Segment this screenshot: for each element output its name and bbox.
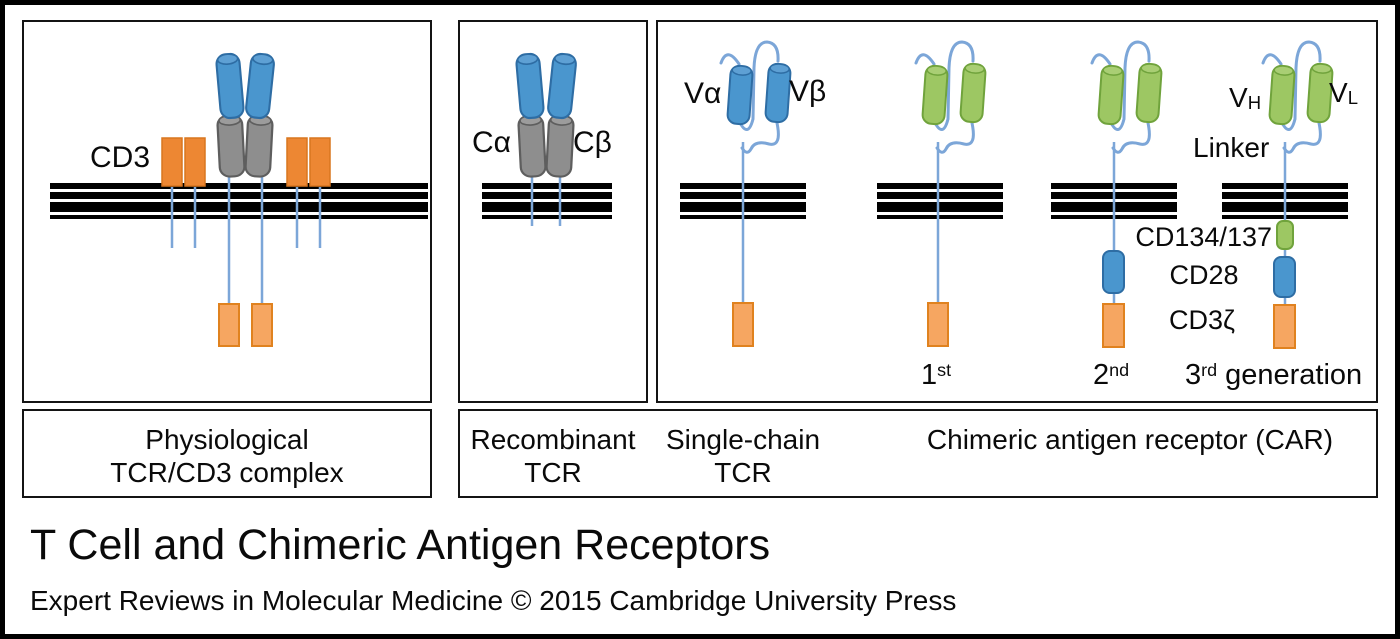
- c-alpha-label: Cα: [472, 126, 512, 159]
- panel-car: [656, 20, 1378, 403]
- cd28-label: CD28: [1169, 260, 1239, 290]
- v-beta-label: Vβ: [789, 75, 827, 108]
- vl-base: V: [1329, 77, 1348, 108]
- figure-credit: Expert Reviews in Molecular Medicine © 2…: [30, 585, 957, 616]
- cd134-137-label: CD134/137: [1135, 222, 1272, 252]
- vh-subscript: H: [1247, 92, 1262, 114]
- caption-recombinant: Recombinant TCR: [460, 423, 646, 489]
- cd3-label: CD3: [90, 141, 151, 174]
- cd3zeta-label: CD3ζ: [1169, 305, 1235, 335]
- v-alpha-label: Vα: [684, 77, 722, 110]
- caption-physiological: Physiological TCR/CD3 complex: [22, 423, 432, 489]
- figure-title: T Cell and Chimeric Antigen Receptors: [30, 521, 771, 569]
- gen1-base: 1: [921, 359, 938, 392]
- caption-single-chain-line1: Single-chain: [665, 424, 821, 455]
- panel-physiological-tcr: [22, 20, 432, 403]
- gen2-label: 2nd: [1093, 355, 1129, 390]
- gen3-rest: generation: [1225, 359, 1363, 392]
- gen2-ordinal: nd: [1109, 360, 1130, 380]
- caption-box-physiological: [22, 409, 432, 498]
- vh-label: VH: [1229, 83, 1261, 118]
- c-beta-label: Cβ: [573, 126, 612, 159]
- gen2-base: 2: [1093, 359, 1110, 392]
- gen1-ordinal: st: [937, 360, 952, 380]
- caption-recombinant-line1: Recombinant: [470, 424, 636, 455]
- vl-subscript: L: [1347, 87, 1358, 109]
- caption-single-chain-line2: TCR: [714, 457, 772, 488]
- caption-recombinant-line2: TCR: [524, 457, 582, 488]
- vl-label: VL: [1329, 78, 1358, 113]
- gen3-ordinal: rd: [1201, 360, 1218, 380]
- caption-car: Chimeric antigen receptor (CAR): [926, 424, 1334, 455]
- caption-physiological-line1: Physiological: [145, 424, 309, 455]
- caption-box-tcr-car: [458, 409, 1378, 498]
- vh-base: V: [1229, 82, 1248, 113]
- caption-single-chain: Single-chain TCR: [650, 423, 836, 489]
- gen1-label: 1st: [921, 355, 951, 390]
- linker-label: Linker: [1193, 132, 1270, 163]
- caption-physiological-line2: TCR/CD3 complex: [110, 457, 344, 488]
- gen3-label: 3rd generation: [1185, 355, 1362, 390]
- gen3-base: 3: [1185, 359, 1202, 392]
- panel-recombinant-tcr: [458, 20, 648, 403]
